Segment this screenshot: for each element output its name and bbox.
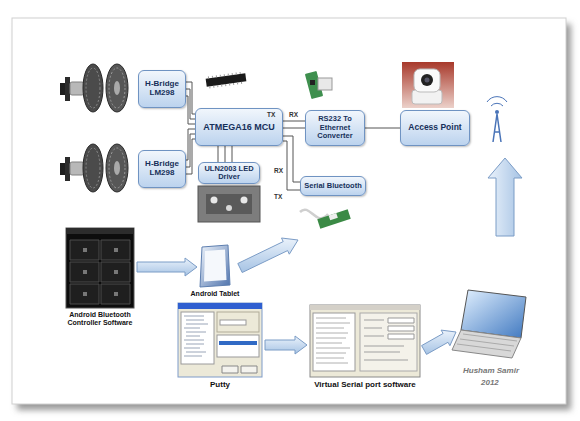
chip-pins	[208, 72, 241, 88]
wheel-photo	[60, 64, 128, 112]
rj45-jack	[318, 78, 332, 90]
selected-row	[219, 341, 257, 345]
block-label: Serial Bluetooth	[304, 182, 362, 190]
wire-bundle	[365, 128, 400, 129]
hardware-block: RS232 To Ethernet Converter	[305, 110, 365, 146]
led-panel	[206, 194, 252, 214]
block-arrow	[488, 158, 522, 236]
caption: Android Tablet	[185, 290, 245, 298]
antenna-tip	[495, 110, 499, 114]
dialog-buttons	[222, 366, 257, 373]
author-note: 2012	[481, 378, 499, 387]
block-label: H-Bridge LM298	[141, 160, 183, 178]
text-field	[220, 320, 246, 325]
screenshot-panel: Android Bluetooth Controller Software	[66, 228, 134, 308]
putty-window	[178, 303, 262, 377]
antenna-mast	[493, 114, 501, 142]
tree-panel	[181, 312, 214, 364]
block-arrow	[137, 258, 197, 276]
led-board-photo	[198, 186, 260, 222]
title-bar	[178, 303, 262, 309]
caption: Putty	[170, 380, 270, 389]
hardware-block: Access Point	[400, 110, 470, 146]
settings-panel	[360, 313, 417, 371]
app-buttons	[70, 240, 130, 304]
caption: Virtual Serial port software	[295, 380, 435, 389]
module-cable	[300, 210, 328, 219]
block-label: RS232 To Ethernet Converter	[308, 115, 362, 140]
signal-name: TX	[274, 193, 282, 200]
block-arrow	[265, 336, 307, 354]
wire-bundle	[283, 121, 305, 128]
tree-items	[184, 316, 208, 356]
led	[241, 197, 248, 204]
led	[226, 205, 232, 211]
list-box	[217, 335, 259, 357]
field-rows	[364, 320, 408, 360]
block-label: Access Point	[408, 123, 461, 133]
block-arrow	[422, 330, 456, 354]
tablet-screen	[204, 250, 227, 282]
hardware-block: Serial Bluetooth	[300, 176, 366, 196]
wire-bundle	[186, 129, 195, 174]
camera-lens	[425, 78, 430, 83]
signal-name: RX	[289, 111, 298, 118]
block-arrow	[238, 238, 298, 273]
wire-bundle	[186, 82, 195, 124]
hardware-block: H-Bridge LM298	[138, 70, 186, 108]
camera-lens	[421, 74, 433, 86]
button-icons	[83, 248, 118, 296]
wire-bundle	[283, 136, 300, 190]
block-label: ATMEGA16 MCU	[203, 122, 274, 132]
tablet-icon	[200, 245, 230, 287]
screenshot-panel: Android Tablet	[200, 245, 230, 287]
block-label: H-Bridge LM298	[141, 80, 183, 98]
keyboard-rows	[457, 334, 517, 351]
caption: Android Bluetooth Controller Software	[55, 311, 145, 327]
module-chip	[329, 213, 338, 220]
card	[12, 18, 566, 404]
bluetooth-module	[317, 209, 351, 228]
list-rows	[316, 318, 350, 363]
signal-name: RX	[274, 167, 283, 174]
app-screenshot	[66, 228, 134, 308]
laptop-base	[452, 330, 521, 358]
screenshot-panel: Virtual Serial port software	[310, 305, 420, 377]
vsp-window	[310, 305, 420, 377]
screenshot-panel: Putty	[178, 303, 262, 377]
signal-name: TX	[267, 111, 275, 118]
hardware-block: H-Bridge LM298	[138, 150, 186, 188]
hardware-block: ULN2003 LED Driver	[198, 162, 260, 184]
led	[211, 197, 218, 204]
radio-waves	[487, 97, 507, 106]
title-bar	[310, 305, 420, 310]
author-note: Husham Samir	[463, 366, 519, 375]
wheel-photo	[60, 144, 128, 192]
board-chip	[310, 80, 315, 85]
port-list	[313, 313, 355, 371]
block-label: ULN2003 LED Driver	[201, 165, 257, 182]
status-bar	[66, 228, 134, 234]
camera-photo	[402, 62, 454, 108]
input-fields	[388, 318, 414, 339]
group-box	[217, 312, 259, 332]
wire-bundle	[218, 146, 232, 162]
camera-body	[414, 69, 440, 92]
